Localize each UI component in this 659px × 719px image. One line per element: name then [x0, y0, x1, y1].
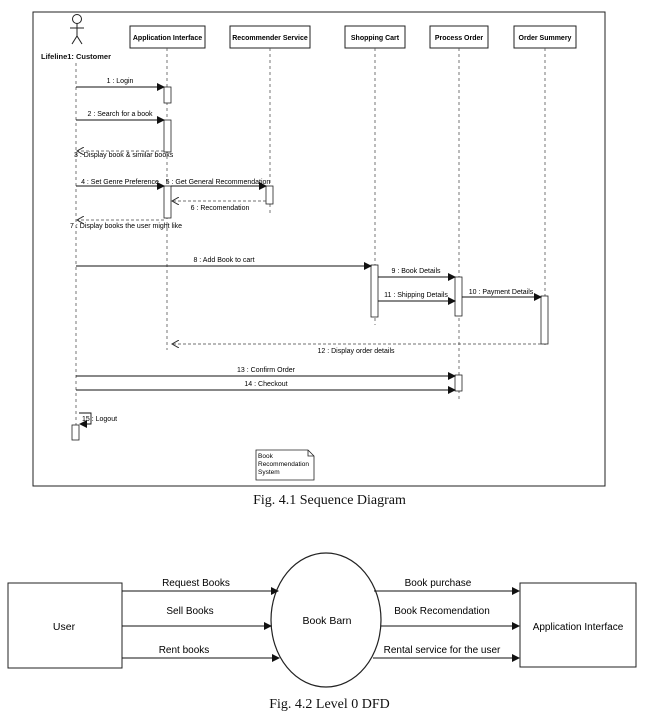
- flow-label: Book Recomendation: [394, 606, 490, 617]
- message-label: 1 : Login: [107, 78, 134, 85]
- dfd-flow-book-recomendation: Book Recomendation: [381, 606, 520, 630]
- message-5: 5 : Get General Recommendation: [166, 179, 271, 190]
- customer-lifeline-label: Lifeline1: Customer: [41, 52, 111, 61]
- message-label: 11 : Shipping Details: [384, 292, 448, 299]
- message-label: 9 : Book Details: [391, 268, 441, 275]
- message-label: 15 : Logout: [82, 416, 117, 423]
- dfd-app-label: Application Interface: [533, 622, 624, 633]
- message-8: 8 : Add Book to cart: [76, 257, 372, 270]
- message-14: 14 : Checkout: [76, 381, 456, 394]
- note-line: System: [258, 469, 280, 476]
- activation-bars: [71, 86, 549, 441]
- lifeline-label: Process Order: [435, 35, 484, 42]
- message-12: 12 : Display order details: [172, 344, 541, 355]
- lifeline-shopping-cart: Shopping Cart: [344, 25, 406, 325]
- message-10: 10 : Payment Details: [462, 289, 542, 301]
- dfd-flow-request-books: Request Books: [122, 578, 279, 595]
- message-7: 7 : Display books the user might like: [70, 220, 182, 230]
- message-2: 2 : Search for a book: [76, 111, 165, 124]
- actor-icon: [70, 14, 84, 45]
- message-1: 1 : Login: [76, 78, 165, 91]
- dfd-flow-rent-books: Rent books: [122, 645, 280, 662]
- flow-label: Rental service for the user: [384, 645, 501, 656]
- lifeline-process-order: Process Order: [429, 25, 489, 400]
- dfd-flow-rental-service: Rental service for the user: [373, 645, 520, 662]
- lifeline-label: Order Summery: [519, 35, 572, 42]
- message-15: 15 : Logout: [79, 412, 117, 428]
- note-line: Recommendation: [258, 461, 309, 468]
- flow-label: Rent books: [159, 645, 210, 656]
- lifeline-label: Application Interface: [133, 35, 202, 42]
- note-line: Book: [258, 453, 274, 460]
- dfd-process-circle: [270, 552, 382, 688]
- message-label: 12 : Display order details: [317, 348, 395, 355]
- sequence-diagram-caption: Fig. 4.1 Sequence Diagram: [253, 493, 406, 508]
- message-label: 8 : Add Book to cart: [193, 257, 254, 264]
- message-9: 9 : Book Details: [378, 268, 456, 281]
- message-6: 6 : Recomendation: [172, 201, 266, 212]
- dfd-flow-book-purchase: Book purchase: [374, 578, 520, 595]
- message-label: 14 : Checkout: [244, 381, 287, 388]
- message-4: 4 : Set Genre Preference: [76, 179, 165, 190]
- dfd-user-box: [7, 582, 123, 669]
- lifeline-label: Shopping Cart: [351, 35, 400, 42]
- dfd-process-label: Book Barn: [302, 615, 351, 627]
- sequence-frame: [32, 11, 606, 487]
- message-label: 5 : Get General Recommendation: [166, 179, 271, 186]
- lifeline-label: Recommender Service: [232, 35, 308, 42]
- note-book-recommendation-system: Book Recommendation System: [255, 449, 315, 481]
- dfd-app-box: [519, 582, 637, 668]
- flow-label: Book purchase: [405, 578, 472, 589]
- lifeline-order-summery: Order Summery: [513, 25, 577, 345]
- message-13: 13 : Confirm Order: [76, 367, 456, 380]
- message-11: 11 : Shipping Details: [378, 292, 456, 305]
- message-label: 6 : Recomendation: [191, 205, 250, 212]
- message-3: 3 : Display book & similar books: [74, 151, 174, 159]
- flow-label: Request Books: [162, 578, 230, 589]
- dfd-caption: Fig. 4.2 Level 0 DFD: [269, 697, 390, 712]
- message-label: 3 : Display book & similar books: [74, 152, 174, 159]
- message-label: 2 : Search for a book: [88, 111, 153, 118]
- flow-label: Sell Books: [166, 606, 213, 617]
- dfd-flow-sell-books: Sell Books: [122, 606, 272, 630]
- dfd-user-label: User: [53, 621, 76, 633]
- message-label: 10 : Payment Details: [469, 289, 534, 296]
- message-label: 4 : Set Genre Preference: [81, 179, 159, 186]
- message-label: 7 : Display books the user might like: [70, 223, 182, 230]
- message-label: 13 : Confirm Order: [237, 367, 296, 374]
